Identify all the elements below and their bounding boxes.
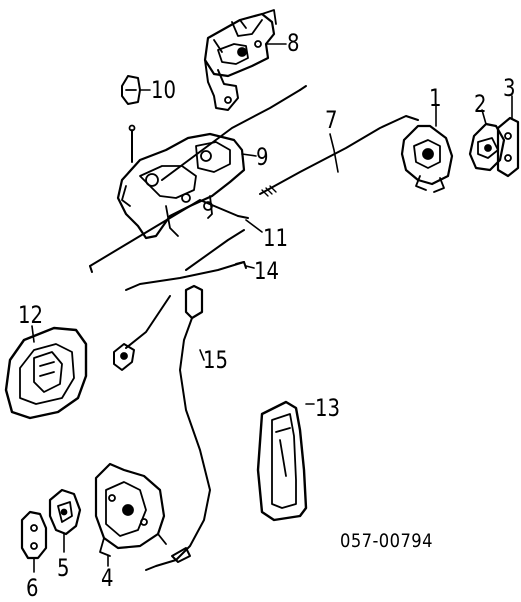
part-13-outside-handle xyxy=(256,400,308,522)
part-5-striker xyxy=(48,488,82,536)
callout-1: 1 xyxy=(429,84,442,112)
long-control-rod xyxy=(161,89,301,181)
callout-8: 8 xyxy=(287,29,300,57)
diagram-code: 057-00794 xyxy=(340,530,433,552)
callout-5: 5 xyxy=(57,554,70,582)
part-10-clip xyxy=(121,75,141,105)
callout-7: 7 xyxy=(325,106,338,134)
leader-lines xyxy=(31,43,513,573)
bellcrank xyxy=(113,295,171,371)
part-12-inside-handle xyxy=(4,326,88,420)
part-2-lock-bracket xyxy=(468,122,506,172)
callout-2: 2 xyxy=(474,90,487,118)
callout-9: 9 xyxy=(256,143,269,171)
part-1-door-lock xyxy=(400,124,454,193)
part-6-shim xyxy=(20,510,48,560)
callout-6: 6 xyxy=(26,574,39,602)
part-15-cable xyxy=(145,284,211,571)
part-8-bracket xyxy=(203,9,277,111)
part-9-actuator xyxy=(116,124,246,240)
part-14-rod xyxy=(125,261,247,291)
callout-15: 15 xyxy=(203,346,229,374)
part-7-rod xyxy=(259,115,419,197)
callout-11: 11 xyxy=(263,224,289,252)
callout-13: 13 xyxy=(315,394,341,422)
callout-4: 4 xyxy=(101,564,114,592)
part-3-gasket xyxy=(496,116,520,178)
part-4-door-latch xyxy=(94,462,167,557)
callout-3: 3 xyxy=(503,74,516,102)
callout-10: 10 xyxy=(151,76,177,104)
callout-12: 12 xyxy=(18,301,44,329)
callout-14: 14 xyxy=(254,257,280,285)
part-11-rod xyxy=(89,199,249,273)
